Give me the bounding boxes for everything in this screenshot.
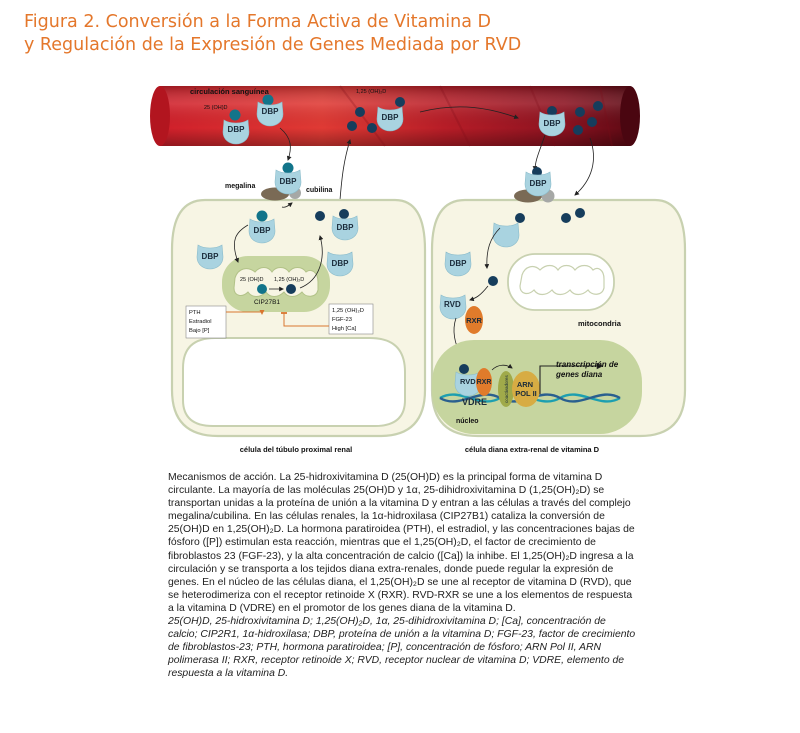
stimulators-list: PTH Estradiol Bajo [P] — [189, 310, 213, 334]
dbp-label: DBP — [228, 125, 246, 134]
25ohd-molecule — [262, 94, 274, 106]
125ohd-molecule — [547, 106, 557, 116]
rvd-label: RVD — [444, 300, 461, 309]
mitochondrion-right — [507, 253, 615, 311]
dbp-label: DBP — [202, 252, 220, 261]
125ohd-molecule — [315, 211, 325, 221]
dbp-label: DBP — [280, 177, 298, 186]
dbp-label: DBP — [530, 179, 548, 188]
nucleus-label: núcleo — [456, 418, 479, 425]
mitocondria-label: mitocondria — [578, 319, 622, 328]
125ohd-molecule — [575, 107, 585, 117]
25ohd-molecule — [257, 284, 267, 294]
125ohd-molecule — [575, 208, 585, 218]
rxr-label: RXR — [477, 379, 492, 386]
rvd-label: RVD — [460, 377, 476, 386]
rxr-label: RXR — [466, 316, 482, 325]
vitamin-d-diagram: circulación sanguínea 25 (OH)D DBP DBP 1… — [150, 85, 687, 454]
125ohd-molecule — [587, 117, 597, 127]
coactivators-label: coactivadores — [504, 374, 509, 403]
rxr-receptor — [465, 306, 483, 334]
vdre-label: VDRE — [462, 397, 487, 407]
arn-pol-label: ARN POL II — [515, 380, 537, 398]
125ohd-molecule — [347, 121, 357, 131]
inhibitors-list: 1,25 (OH)₂D FGF-23 High [Ca] — [332, 308, 366, 332]
dbp-label: DBP — [254, 226, 272, 235]
blood-25ohd-label: 25 (OH)D — [204, 105, 228, 111]
125ohd-molecule — [593, 101, 603, 111]
mito-25ohd-label: 25 (OH)D — [240, 277, 264, 283]
figure-title: Figura 2. Conversión a la Forma Activa d… — [24, 11, 784, 57]
coactivators — [498, 371, 514, 407]
blood-circulation-label: circulación sanguínea — [190, 87, 270, 96]
arn-pol-ii — [512, 371, 540, 407]
125ohd-molecule — [561, 213, 571, 223]
cubilina-label: cubilina — [306, 187, 333, 194]
125ohd-molecule — [515, 213, 525, 223]
dbp-label: DBP — [544, 119, 562, 128]
125ohd-molecule — [532, 167, 542, 177]
inhibitors-box — [328, 303, 374, 335]
rxr-receptor — [476, 368, 492, 396]
right-cell-label: célula diana extra-renal de vitamina D — [465, 445, 600, 454]
125ohd-molecule — [395, 97, 405, 107]
dbp-label: DBP — [332, 259, 350, 268]
dbp-label: DBP — [450, 259, 468, 268]
125ohd-molecule — [459, 364, 469, 374]
25ohd-molecule — [256, 210, 268, 222]
stimulators-box — [185, 305, 227, 339]
figure-caption: Mecanismos de acción. La 25-hidroxivitam… — [168, 471, 638, 681]
125ohd-molecule — [355, 107, 365, 117]
blood-125ohd-label: 1,25 (OH)₂D — [356, 89, 386, 95]
dbp-protein — [492, 222, 520, 248]
125ohd-molecule — [286, 284, 296, 294]
figure-title-line-2: y Regulación de la Expresión de Genes Me… — [24, 35, 522, 55]
dbp-label: DBP — [337, 223, 355, 232]
left-nucleus — [182, 337, 406, 427]
figure-title-line-1: Figura 2. Conversión a la Forma Activa d… — [24, 12, 491, 32]
dbp-label: DBP — [382, 113, 400, 122]
transcription-label: transcripción de genes diana — [555, 360, 620, 379]
125ohd-molecule — [488, 276, 498, 286]
125ohd-molecule — [573, 125, 583, 135]
cip27b1-label: CIP27B1 — [254, 299, 280, 306]
125ohd-molecule — [367, 123, 377, 133]
25ohd-molecule — [229, 109, 241, 121]
mito-125ohd-label: 1,25 (OH)₂D — [274, 277, 304, 283]
25ohd-molecule — [282, 162, 294, 174]
caption-body: Mecanismos de acción. La 25-hidroxivitam… — [168, 472, 635, 614]
left-cell-label: célula del túbulo proximal renal — [240, 445, 353, 454]
mitochondrion-left — [222, 256, 330, 312]
125ohd-molecule — [339, 209, 349, 219]
megalina-label: megalina — [225, 183, 255, 190]
dbp-label: DBP — [262, 107, 280, 116]
caption-abbreviations: 25(OH)D, 25-hidroxivitamina D; 1,25(OH)₂… — [168, 616, 636, 680]
